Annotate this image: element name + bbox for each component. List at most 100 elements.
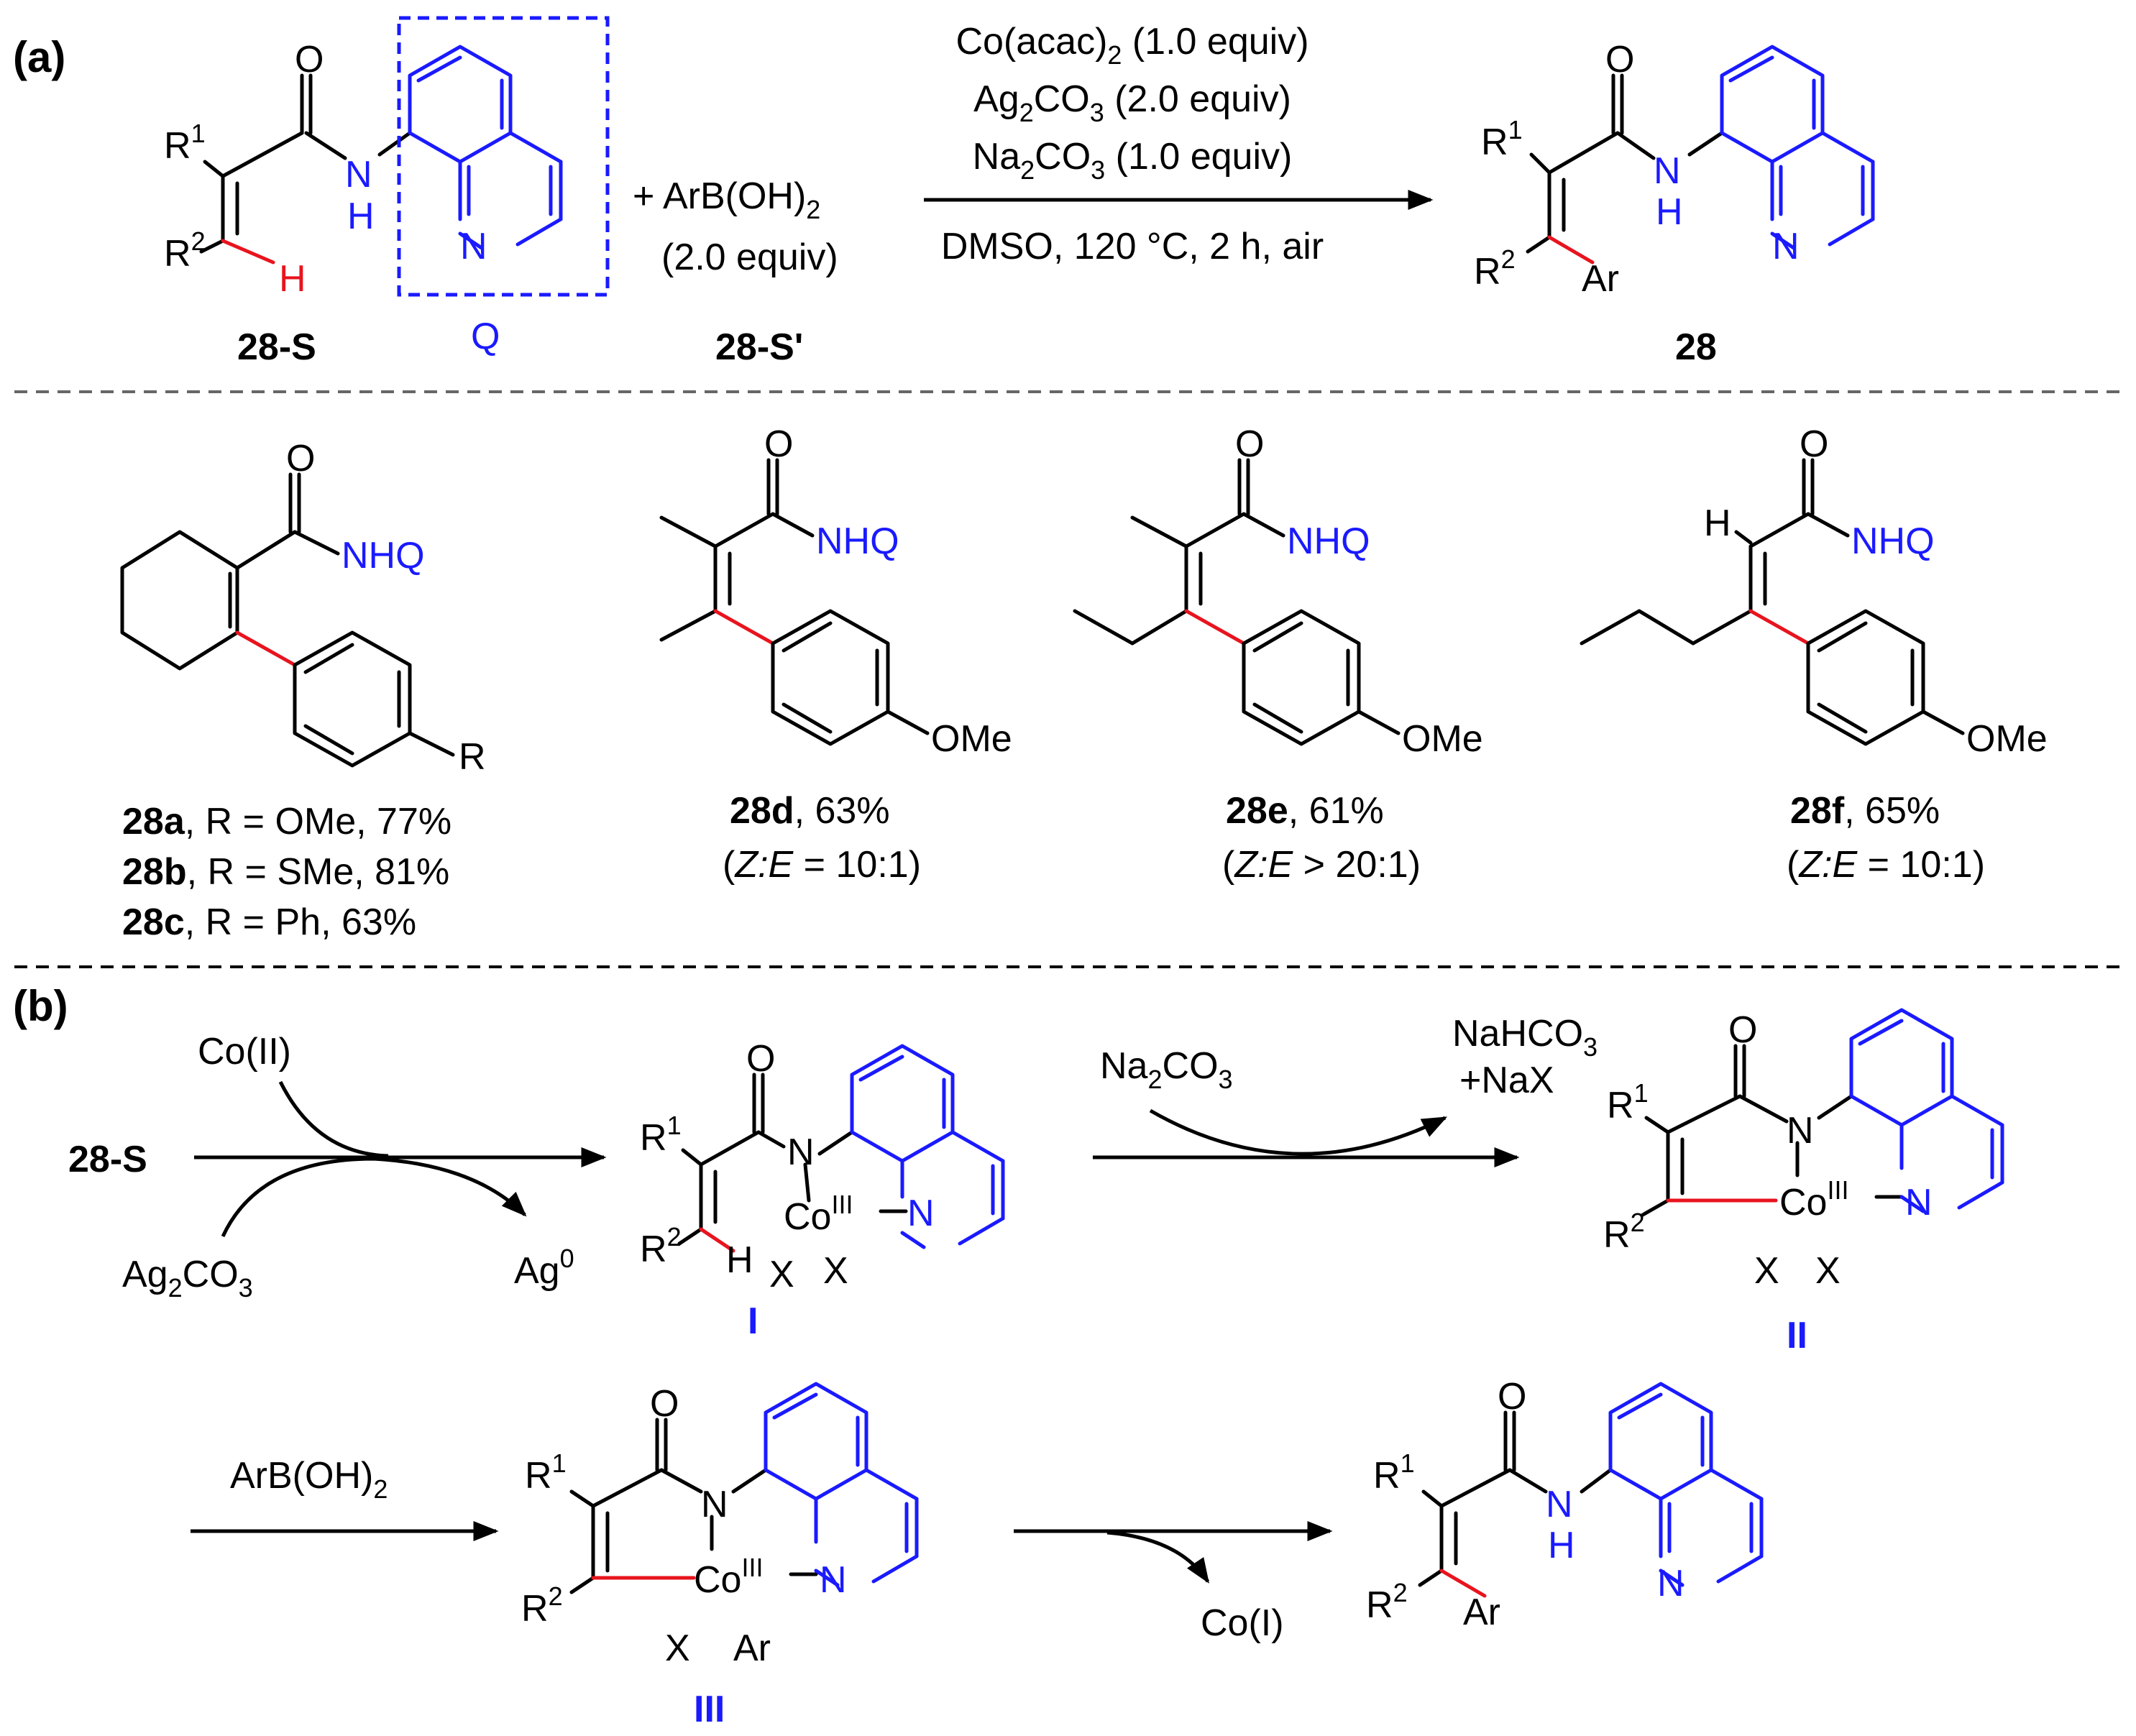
int2-r2: R2 — [1603, 1208, 1645, 1256]
ratio-28e: (Z:E > 20:1) — [1222, 844, 1421, 886]
amide-h: H — [347, 196, 375, 237]
int3-x: X — [665, 1627, 690, 1669]
int3-n: N — [701, 1484, 728, 1525]
curve-ag-out — [221, 1157, 527, 1238]
ratio-28f: (Z:E = 10:1) — [1787, 844, 1985, 886]
int3-co: CoIII — [694, 1553, 764, 1601]
condition-solvent: DMSO, 120 °C, 2 h, air — [941, 226, 1324, 267]
int2-x2: X — [1815, 1250, 1841, 1292]
int2-n: N — [1787, 1110, 1814, 1152]
ratio-28d: (Z:E = 10:1) — [723, 844, 921, 886]
condition-na2co3: Na2CO3 (1.0 equiv) — [973, 136, 1293, 185]
carbonyl-o: O — [295, 39, 324, 81]
scope-28f-o: O — [1800, 423, 1828, 465]
int2-o: O — [1728, 1009, 1757, 1051]
r2-label: R2 — [164, 226, 206, 275]
caption-28f: 28f, 65% — [1790, 790, 1940, 832]
final-product: R1 R2 Ar O N H N — [1366, 1376, 1764, 1633]
product-quinoline-n: N — [1772, 226, 1800, 267]
q-highlight-box — [397, 16, 610, 297]
caption-28e: 28e, 61% — [1226, 790, 1384, 832]
scope-28a-o: O — [286, 438, 315, 479]
h-red-label: H — [279, 258, 306, 300]
scope-28e-nhq: NHQ — [1287, 520, 1370, 562]
product-r2: R2 — [1474, 244, 1516, 293]
int1-x1: X — [769, 1254, 794, 1295]
int1-n: N — [787, 1131, 815, 1173]
reagent-arboh2-b: ArB(OH)2 — [230, 1455, 388, 1504]
int3-o: O — [650, 1383, 679, 1425]
scope-28e: O NHQ OMe 28e, 61% (Z:E > 20:1) — [1073, 423, 1483, 886]
int1-h: H — [726, 1239, 753, 1281]
intermediate-III: R1 R2 O N CoIII X Ar N III — [521, 1382, 919, 1730]
scope-28e-ome: OMe — [1402, 718, 1483, 760]
product-nax: +NaX — [1459, 1060, 1554, 1101]
reagent-na2co3: Na2CO3 — [1100, 1045, 1233, 1094]
scope-28f: H O NHQ OMe 28f, 65% (Z:E = 10:1) — [1580, 423, 2048, 886]
int1-r1: R1 — [640, 1111, 682, 1159]
product-amide-n: N — [1654, 150, 1681, 192]
product-o: O — [1605, 39, 1634, 81]
label-int-II: II — [1787, 1315, 1807, 1356]
scope-28f-h: H — [1704, 502, 1731, 544]
int1-co: CoIII — [784, 1190, 853, 1238]
final-r1: R1 — [1373, 1448, 1415, 1497]
product-co1: Co(I) — [1201, 1602, 1284, 1644]
final-ar: Ar — [1463, 1592, 1500, 1633]
scope-28e-o: O — [1235, 423, 1264, 465]
int1-quin-n: N — [907, 1193, 935, 1234]
label-int-I: I — [748, 1300, 758, 1342]
product-ar: Ar — [1582, 258, 1619, 300]
intermediate-I: R1 R2 O N H CoIII X X N I — [640, 1038, 1005, 1342]
condition-ag2co3: Ag2CO3 (2.0 equiv) — [973, 78, 1291, 127]
scope-28d-o: O — [764, 423, 793, 465]
final-amide-h: H — [1548, 1525, 1575, 1566]
scope-28d: O NHQ OMe 28d, 63% (Z:E = 10:1) — [659, 423, 1012, 886]
label-28-S: 28-S — [237, 326, 316, 368]
product-ag0: Ag0 — [514, 1244, 574, 1292]
substrate-28-S: R1 R2 H O N H N Q 28-S — [164, 16, 610, 368]
int2-quin-n: N — [1905, 1182, 1933, 1223]
product-amide-h: H — [1656, 191, 1683, 233]
label-int-III: III — [694, 1689, 725, 1730]
int3-r1: R1 — [525, 1448, 567, 1497]
int1-r2: R2 — [640, 1222, 682, 1270]
int2-x1: X — [1754, 1250, 1779, 1292]
start-28-S: 28-S — [68, 1139, 147, 1180]
int3-quin-n: N — [820, 1559, 847, 1601]
label-28-S-prime: 28-S' — [715, 326, 803, 368]
caption-28a: 28a, R = OMe, 77% — [122, 801, 452, 842]
int3-ar: Ar — [733, 1627, 771, 1669]
int3-r2: R2 — [521, 1581, 563, 1630]
quinoline-n: N — [460, 226, 487, 267]
curve-co2-in — [278, 1080, 389, 1158]
scope-28a-nhq: NHQ — [342, 535, 425, 577]
r1-label: R1 — [164, 119, 206, 167]
caption-28b: 28b, R = SMe, 81% — [122, 851, 449, 893]
reagent-co2: Co(II) — [198, 1031, 291, 1073]
product-nahco3: NaHCO3 — [1452, 1013, 1598, 1062]
caption-28c: 28c, R = Ph, 63% — [122, 901, 416, 943]
caption-28d: 28d, 63% — [730, 790, 890, 832]
scope-28f-ome: OMe — [1966, 718, 2048, 760]
product-28: R1 R2 Ar O N H N 28 — [1474, 39, 1875, 368]
panel-a-label: (a) — [13, 33, 65, 81]
curve-step2 — [1149, 1108, 1448, 1156]
reagent-arboh2: + ArB(OH)2 — [633, 175, 820, 224]
scope-28a-r: R — [459, 736, 486, 778]
final-amide-n: N — [1546, 1484, 1573, 1525]
amide-n: N — [345, 154, 372, 196]
condition-coacac: Co(acac)2 (1.0 equiv) — [955, 21, 1308, 70]
label-28: 28 — [1675, 326, 1717, 368]
int1-x2: X — [823, 1250, 848, 1292]
intermediate-II: R1 R2 O N CoIII X X N II — [1603, 1008, 2004, 1356]
scope-28f-nhq: NHQ — [1851, 520, 1935, 562]
int2-r1: R1 — [1607, 1078, 1649, 1126]
final-quin-n: N — [1657, 1563, 1684, 1604]
scope-28a-c: O NHQ R 28a, R = OMe, 77% 28b, R = SMe, … — [120, 438, 486, 943]
q-label: Q — [471, 316, 500, 357]
final-o: O — [1498, 1376, 1526, 1418]
scope-28d-ome: OMe — [931, 718, 1012, 760]
curve-co1-out — [1106, 1530, 1210, 1584]
